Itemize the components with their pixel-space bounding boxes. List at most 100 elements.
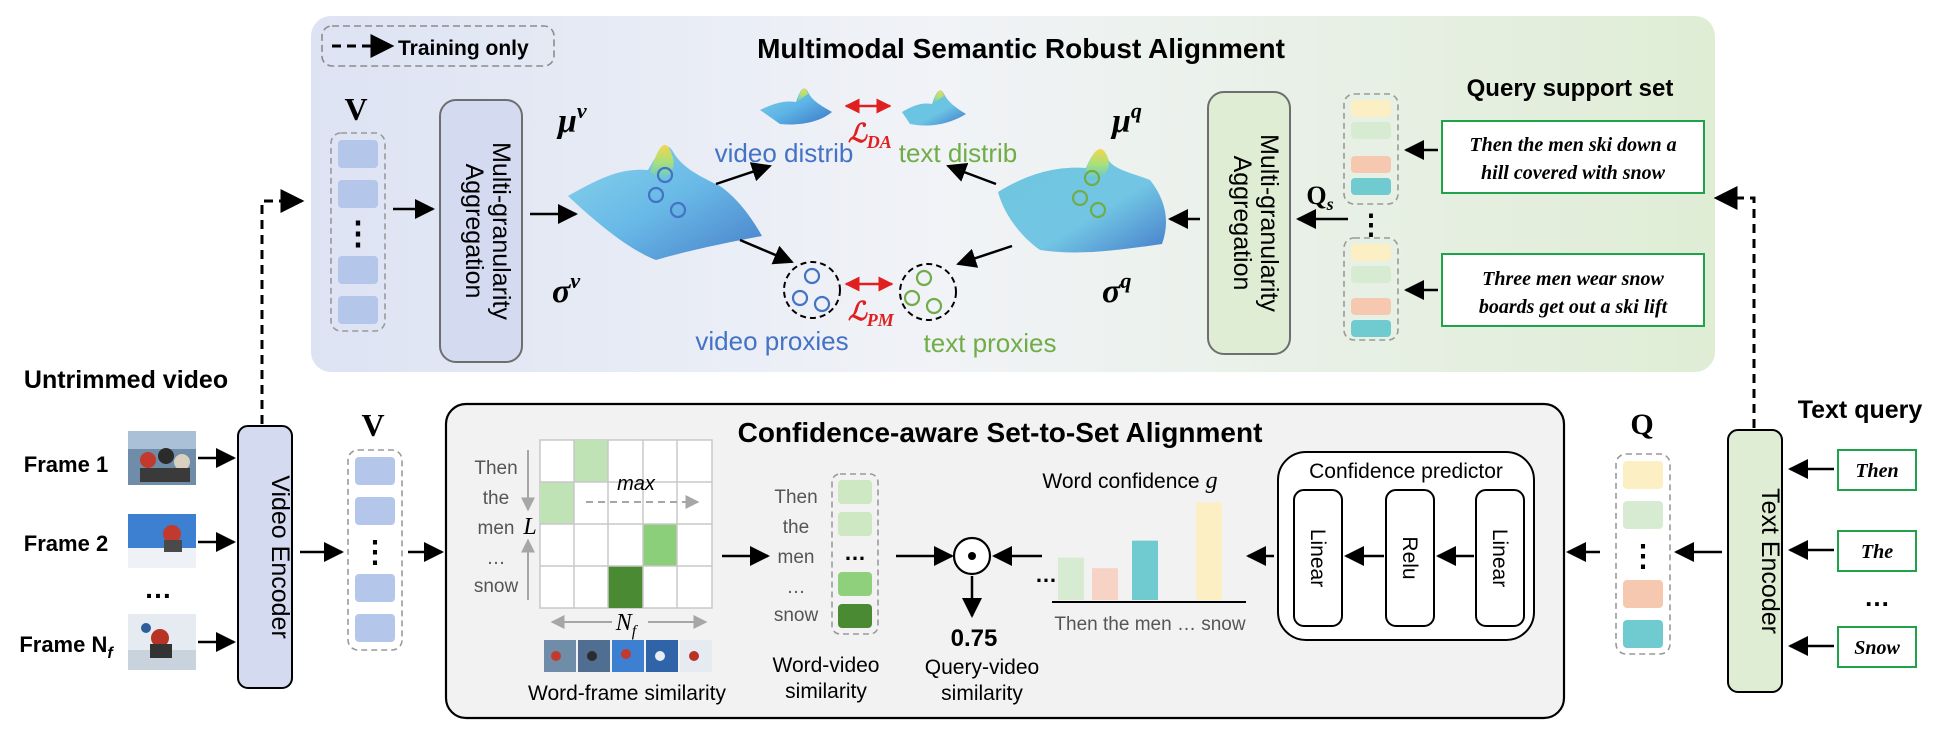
frame-label: Frame Nf: [19, 632, 114, 662]
q-token-column: [1615, 453, 1671, 655]
mu-v-symbol: μv: [556, 98, 587, 140]
msra-v-label: V: [344, 91, 367, 127]
query-word: Snow: [1854, 637, 1900, 659]
frame-1-image: [128, 431, 196, 485]
frame-ellipsis: …: [144, 573, 172, 604]
query-support-title: Query support set: [1467, 75, 1674, 102]
query-word-box: [1837, 449, 1917, 491]
predictor-linear-2-label: Linear: [1488, 529, 1511, 587]
video-distrib-label: video distrib: [715, 138, 854, 168]
bar-axis-labels: Then the men … snow: [1054, 614, 1245, 635]
video-proxies-label: video proxies: [695, 326, 848, 356]
query-token: [1351, 156, 1391, 173]
mu-q-symbol: μq: [1110, 98, 1142, 140]
text-proxies-cluster: [899, 263, 957, 321]
video-encoder-label: Video Encoder: [266, 475, 294, 639]
max-label: max: [617, 473, 656, 495]
text-query-title: Text query: [1798, 396, 1923, 424]
frame-label: Frame 1: [24, 452, 108, 477]
predictor-relu-label: Relu: [1398, 536, 1421, 579]
text-aggregation-label-1: Multi-granularity: [1255, 134, 1283, 312]
video-token: [355, 614, 395, 642]
query-support-sentence-1: [1441, 120, 1705, 194]
wv-cell: [838, 480, 872, 504]
predictor-linear-2: [1475, 489, 1525, 627]
confidence-bar: [1196, 502, 1222, 600]
video-token: [355, 574, 395, 602]
wv-word: …: [787, 577, 806, 598]
query-word-box: [1837, 626, 1917, 668]
query-word-ellipsis: …: [1864, 582, 1890, 612]
word-confidence-bars: [1058, 502, 1222, 600]
query-token: [1623, 501, 1663, 529]
msra-v-token-column: [330, 132, 386, 332]
qs-label: Qs: [1306, 181, 1333, 214]
v-label: V: [361, 407, 384, 443]
video-distribution-surface: [568, 144, 762, 260]
query-support-1-line2: hill covered with snow: [1481, 162, 1666, 184]
v-token-column: [347, 449, 403, 651]
video-token: [338, 256, 378, 284]
arrow: [739, 238, 794, 265]
arrow: [946, 162, 997, 186]
training-path-text: [1713, 186, 1756, 428]
qv-caption-1: Query-video: [925, 656, 1039, 679]
text-distribution-surface: [998, 148, 1166, 253]
nf-axis-label: Nf: [615, 610, 639, 640]
video-token: [355, 497, 395, 525]
untrimmed-video-title: Untrimmed video: [24, 366, 228, 394]
csa-title: Confidence-aware Set-to-Set Alignment: [738, 417, 1263, 448]
predictor-relu: [1385, 489, 1435, 627]
msra-title: Multimodal Semantic Robust Alignment: [757, 33, 1285, 64]
query-token: [1351, 178, 1391, 195]
video-token: [338, 140, 378, 168]
loss-da: ℒDA: [848, 119, 892, 152]
q-label: Q: [1630, 408, 1653, 441]
grid-word: snow: [474, 576, 519, 597]
text-proxies-label: text proxies: [924, 328, 1057, 358]
wv-word: Then: [774, 487, 817, 508]
query-support-sentence-2: [1441, 253, 1705, 327]
grid-word: …: [487, 548, 506, 569]
query-word: Then: [1855, 460, 1898, 482]
video-proxies-cluster: [783, 261, 841, 319]
video-token: [338, 296, 378, 324]
dot-product-center: [968, 552, 976, 560]
grid-word: Then: [474, 458, 517, 479]
query-token: [1623, 580, 1663, 608]
video-aggregation-block: [439, 99, 523, 363]
wv-word: men: [778, 547, 815, 568]
sigma-q-symbol: σq: [1102, 268, 1131, 310]
wv-cell: [838, 572, 872, 596]
query-token: [1351, 298, 1391, 315]
word-frame-grid: [539, 439, 713, 609]
confidence-bar: [1092, 568, 1118, 600]
loss-pm: ℒPM: [848, 297, 895, 330]
query-token: [1351, 320, 1391, 337]
text-distrib-mini-surface: [902, 90, 966, 126]
query-token: [1351, 100, 1391, 117]
text-aggregation-label-2: Aggregation: [1228, 156, 1256, 291]
query-support-1-line1: Then the men ski down a: [1469, 134, 1676, 156]
query-token: [1351, 122, 1391, 139]
confidence-bar: [1132, 540, 1158, 600]
word-frame-caption: Word-frame similarity: [528, 682, 726, 705]
grid-word: men: [478, 518, 515, 539]
frame-n-image: [128, 614, 196, 670]
grid-word: the: [483, 488, 509, 509]
l-axis-label: L: [522, 514, 536, 540]
ellipsis: ⋮: [1628, 540, 1658, 573]
ellipsis: ⋮: [1357, 209, 1385, 240]
text-encoder-label: Text Encoder: [1756, 488, 1784, 634]
query-support-2-line2: boards get out a ski lift: [1479, 296, 1669, 318]
word-video-caption-1: Word-video: [773, 654, 880, 677]
confidence-predictor-title: Confidence predictor: [1309, 460, 1503, 483]
frame-2-image: [128, 514, 196, 568]
video-distrib-mini-surface: [760, 88, 832, 125]
confidence-bar: [1058, 557, 1084, 600]
training-path-video: [260, 189, 305, 424]
text-encoder-block: [1727, 429, 1783, 693]
video-encoder-block: [237, 425, 293, 689]
